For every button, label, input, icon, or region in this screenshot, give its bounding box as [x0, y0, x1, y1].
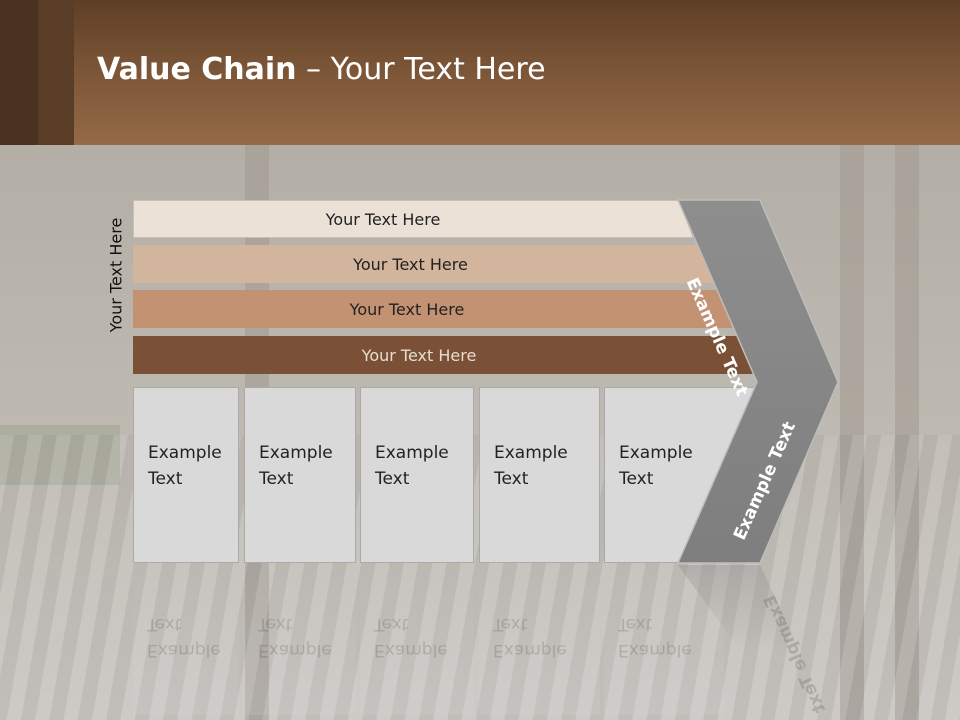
background-pillar — [895, 145, 919, 720]
header-accent-inner — [38, 0, 74, 145]
background-pillar — [840, 145, 864, 720]
header-accent-left — [0, 0, 38, 145]
value-chain-bar-4: Your Text Here — [133, 336, 765, 374]
value-chain-bar-2: Your Text Here — [133, 245, 748, 283]
bar-label: Your Text Here — [353, 254, 468, 274]
bar-label: Your Text Here — [349, 299, 465, 319]
value-chain-bar-1: Your Text Here — [133, 200, 693, 238]
bar-label: Your Text Here — [325, 209, 441, 229]
slide-title: Value Chain – Your Text Here — [97, 52, 546, 87]
bar-label: Your Text Here — [361, 345, 477, 365]
background-garden — [0, 425, 120, 485]
chevron-shape — [676, 199, 839, 564]
title-rest: – Your Text Here — [296, 52, 546, 87]
value-chain-bar-3: Your Text Here — [133, 290, 741, 328]
title-bold: Value Chain — [97, 52, 297, 87]
chevron-reflection — [678, 565, 800, 650]
header-band: Value Chain – Your Text Here — [0, 0, 960, 145]
